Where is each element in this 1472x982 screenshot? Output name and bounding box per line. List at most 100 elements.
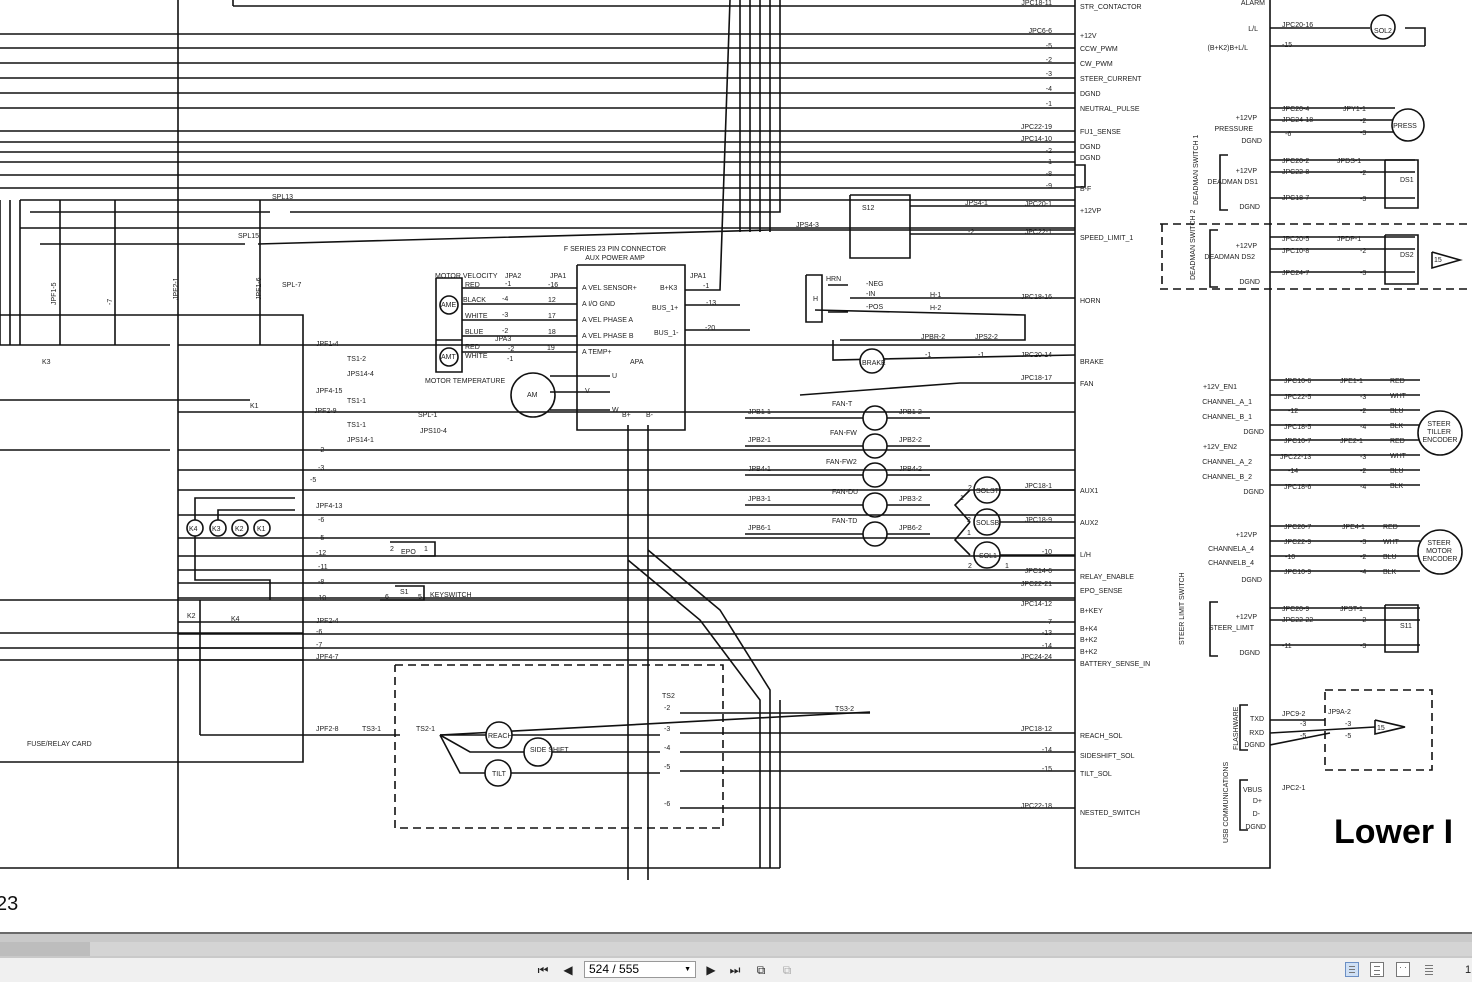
left-label: JPF1-5 (51, 282, 58, 305)
right-pin-label: JPC2-1 (1282, 785, 1305, 792)
scroll-area (0, 932, 1472, 958)
right-label: DGND (1243, 489, 1264, 496)
first-page-icon[interactable]: ⏮ (537, 962, 549, 977)
aux-label: 1 (1005, 563, 1009, 570)
wire (685, 0, 731, 291)
middle-label: -4 (502, 296, 508, 303)
right-label: CHANNEL_A_1 (1202, 399, 1252, 406)
middle-label: A VEL PHASE A (582, 317, 633, 324)
right-pin-label: JPC24-7 (1282, 270, 1309, 277)
connector-signal-label: B+KEY (1080, 608, 1103, 615)
fan-du-icon (862, 492, 888, 518)
connector-signal-label: SIDESHIFT_SOL (1080, 753, 1135, 760)
facing-view-button[interactable] (1396, 962, 1410, 977)
connector-pin-label: JPC18-16 (1021, 294, 1052, 301)
steer-tiller-encoder-icon (1417, 410, 1463, 456)
middle-label: JPA3 (495, 336, 511, 343)
page-number-text: 23 (0, 893, 18, 915)
left-label: K3 (42, 359, 51, 366)
connector-pin-label: -3 (1046, 71, 1052, 78)
aux-label: SOLST (976, 488, 1000, 495)
middle-label: A VEL PHASE B (582, 333, 634, 340)
right-label: +12VP (1236, 532, 1258, 539)
connector-pin-label: -13 (1042, 630, 1052, 637)
connector-signal-label: CCW_PWM (1080, 46, 1118, 53)
rotate-icon[interactable]: ⧉ (756, 962, 766, 977)
middle-label: JPA2 (505, 273, 521, 280)
connector-pin-label: -5 (1046, 43, 1052, 50)
upper-middle-label: JPS2-2 (975, 334, 998, 341)
connector-signal-label: FAN (1080, 381, 1094, 388)
right-label: (B+K2)B+L/L (1208, 45, 1249, 52)
section-heading: Lower I (1334, 813, 1453, 851)
upper-middle-label: -POS (866, 304, 883, 311)
middle-label: B- (646, 412, 654, 419)
middle-label: AMT (441, 354, 457, 361)
last-page-icon[interactable]: ⏭ (729, 962, 741, 977)
middle-label: -16 (548, 282, 558, 289)
right-pin-label: JPC20-4 (1282, 106, 1309, 113)
right-pin-label: JPC24-18 (1282, 117, 1313, 124)
connector-pin-label: -7 (1046, 619, 1052, 626)
horizontal-scrollbar[interactable] (0, 942, 1472, 956)
continuous-facing-view-button[interactable] (1422, 962, 1436, 977)
aux-label: 1 (960, 495, 964, 502)
right-device-label: FLASHWARE (1233, 706, 1240, 750)
right-pin-label: -15 (1282, 42, 1292, 49)
right-label: TXD (1250, 716, 1264, 723)
continuous-view-button[interactable] (1370, 962, 1384, 977)
left-label: K2 (235, 526, 244, 533)
right-misc-label: JPE2-1 (1340, 438, 1363, 445)
right-label: DGND (1243, 429, 1264, 436)
right-misc-label: BLK (1383, 569, 1397, 576)
connector-signal-label: STR_CONTACTOR (1080, 4, 1142, 11)
ame-icon (439, 295, 459, 315)
prev-page-icon[interactable]: ◀ (563, 963, 573, 977)
connector-pin-label: JPC18-11 (1021, 0, 1052, 7)
wire (194, 497, 295, 520)
right-label: DGND (1239, 204, 1260, 211)
next-page-icon[interactable]: ▶ (706, 963, 716, 977)
chevron-down-icon[interactable]: ▼ (684, 966, 691, 973)
right-pin-label: JPC22-8 (1282, 169, 1309, 176)
middle-label: -2 (508, 346, 514, 353)
scrollbar-thumb[interactable] (90, 942, 1472, 956)
right-misc-label: RED (1390, 438, 1405, 445)
right-label: L/L (1248, 26, 1258, 33)
right-pin-label: JPC10-9 (1284, 569, 1311, 576)
middle-label: A TEMP+ (582, 349, 612, 356)
right-misc-label: -3 (1360, 643, 1366, 650)
left-label: JPF1-6 (256, 277, 263, 300)
motor-am-icon (510, 372, 556, 418)
left-label: K1 (250, 403, 259, 410)
bottom-label: TS3-2 (835, 706, 854, 713)
right-pin-label: JPC18-5 (1284, 424, 1311, 431)
wire (1405, 27, 1426, 46)
left-label: K4 (189, 526, 198, 533)
connector-pin-label: -4 (1046, 86, 1052, 93)
connector-signal-label: RELAY_ENABLE (1080, 574, 1134, 581)
right-pin-label: JPC22-5 (1284, 394, 1311, 401)
right-label: RXD (1249, 730, 1264, 737)
right-misc-label: -2 (1360, 617, 1366, 624)
fan-label: FAN-T (832, 401, 853, 408)
right-misc-label: -3 (1360, 270, 1366, 277)
wire (1324, 689, 1433, 771)
right-pin-label: -10 (1285, 554, 1295, 561)
middle-label: JPA1 (690, 273, 706, 280)
page-number-input[interactable]: 524 / 555▼ (584, 961, 696, 978)
connector-signal-label: NEUTRAL_PULSE (1080, 106, 1140, 113)
wire (1384, 604, 1419, 653)
copy-icon[interactable]: ⧉ (782, 962, 792, 977)
single-page-view-button[interactable] (1345, 962, 1359, 977)
bottom-label: TS2 (662, 693, 675, 700)
fan-label: FAN-FW (830, 430, 857, 437)
right-label: +12VP (1236, 168, 1258, 175)
fan-label: FAN-DU (832, 489, 858, 496)
connector-signal-label: +12VP (1080, 208, 1102, 215)
left-label: JPF4-15 (316, 388, 343, 395)
right-label: DGND (1239, 650, 1260, 657)
connector-signal-label: EPO_SENSE (1080, 588, 1123, 595)
left-label: 2 (390, 546, 394, 553)
middle-label: 19 (547, 345, 555, 352)
